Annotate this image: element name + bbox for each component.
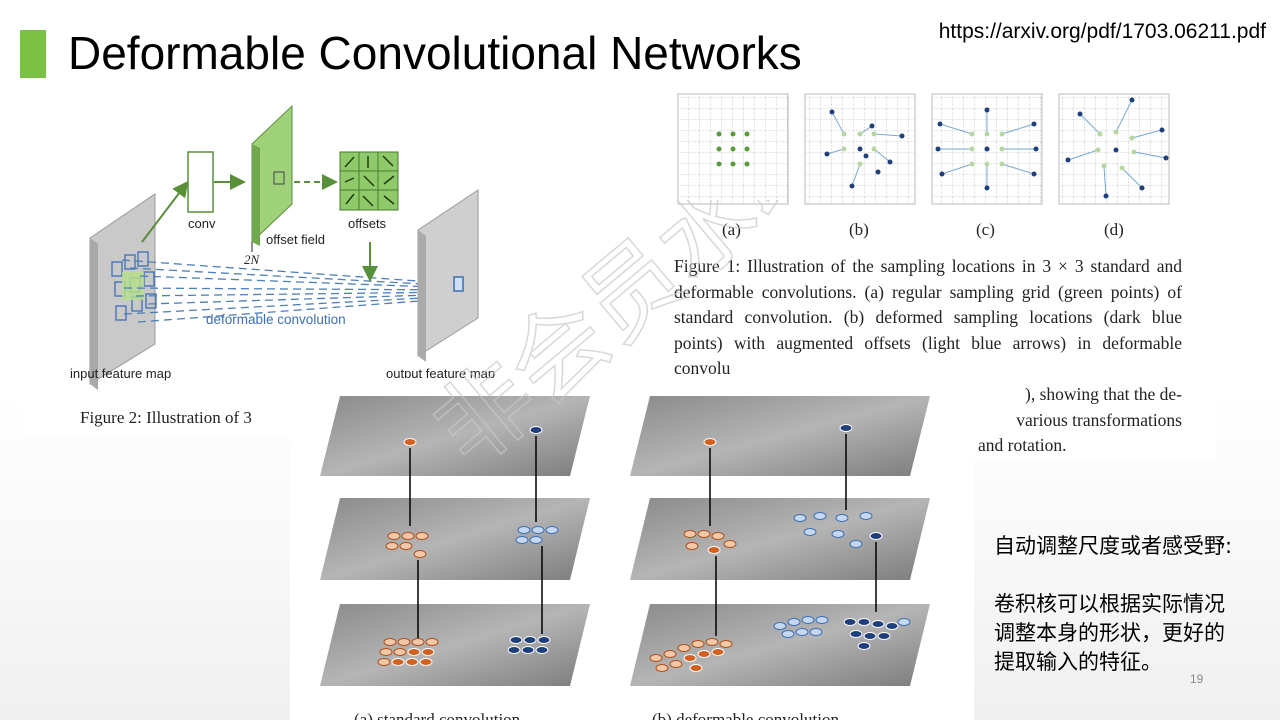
caption-tail-3: various transformations <box>1016 409 1182 430</box>
page-number: 19 <box>1190 672 1204 686</box>
figure1-grids <box>677 93 1170 205</box>
slide-title: Deformable Convolutional Networks <box>68 27 802 79</box>
conv-label: conv <box>188 216 216 231</box>
grid-d <box>1058 93 1170 205</box>
deformable-convolution-label: deformable convolution <box>206 312 346 327</box>
subfig-label-b: (b) <box>849 220 869 239</box>
grid-a <box>677 93 789 205</box>
deformable-convolution-stack <box>630 396 930 686</box>
figure2-caption: Figure 2: Illustration of 3 <box>80 408 252 427</box>
caption-tail-4: and rotation. <box>978 435 1067 456</box>
subfig-label-a: (a) <box>722 220 741 239</box>
output-feature-map-slab <box>417 189 479 357</box>
figure1-caption: Figure 1: Illustration of the sampling l… <box>674 254 1182 382</box>
offset-field-label: offset field <box>266 232 326 247</box>
side-note-line-1: 卷积核可以根据实际情况 <box>994 592 1225 616</box>
figure3-caption-a: (a) standard convolution <box>354 710 521 720</box>
input-feature-map-label: input feature map <box>70 366 172 381</box>
subfig-label-d: (d) <box>1104 220 1124 239</box>
caption-tail-2: ), showing that the de- <box>1025 384 1182 404</box>
offsets-grid <box>339 151 399 211</box>
grid-c <box>931 93 1043 205</box>
title-accent-bar <box>20 30 46 78</box>
standard-convolution-stack <box>320 396 590 686</box>
figure2-diagram <box>89 104 479 390</box>
side-note: 自动调整尺度或者感受野: 卷积核可以根据实际情况 调整本身的形状，更好的 提取输… <box>994 532 1274 677</box>
figure3-panel: (a) standard convolution (b) deformable … <box>290 386 974 720</box>
side-note-line-2: 调整本身的形状，更好的 <box>994 621 1225 645</box>
side-note-heading: 自动调整尺度或者感受野: <box>994 534 1233 558</box>
grid-b <box>804 93 916 205</box>
offsets-label: offsets <box>348 216 387 231</box>
paper-url[interactable]: https://arxiv.org/pdf/1703.06211.pdf <box>938 20 1266 43</box>
side-note-line-3: 提取输入的特征。 <box>994 650 1162 674</box>
two-n-label: 2N <box>244 252 260 267</box>
figure3-caption-b: (b) deformable convolution <box>652 710 839 720</box>
output-feature-map-label: output feature map <box>386 366 496 378</box>
figure2-panel: conv offset field 2N offsets deformable … <box>20 92 562 436</box>
figure1-caption-tail: ), showing that the de- various transfor… <box>978 382 1182 459</box>
figure1-caption-main: Figure 1: Illustration of the sampling l… <box>674 256 1182 379</box>
figure1-subfigure-labels: (a) (b) (c) (d) <box>674 220 1194 244</box>
conv-box <box>187 151 214 213</box>
figure3-diagram <box>320 396 930 686</box>
subfig-label-c: (c) <box>976 220 995 239</box>
